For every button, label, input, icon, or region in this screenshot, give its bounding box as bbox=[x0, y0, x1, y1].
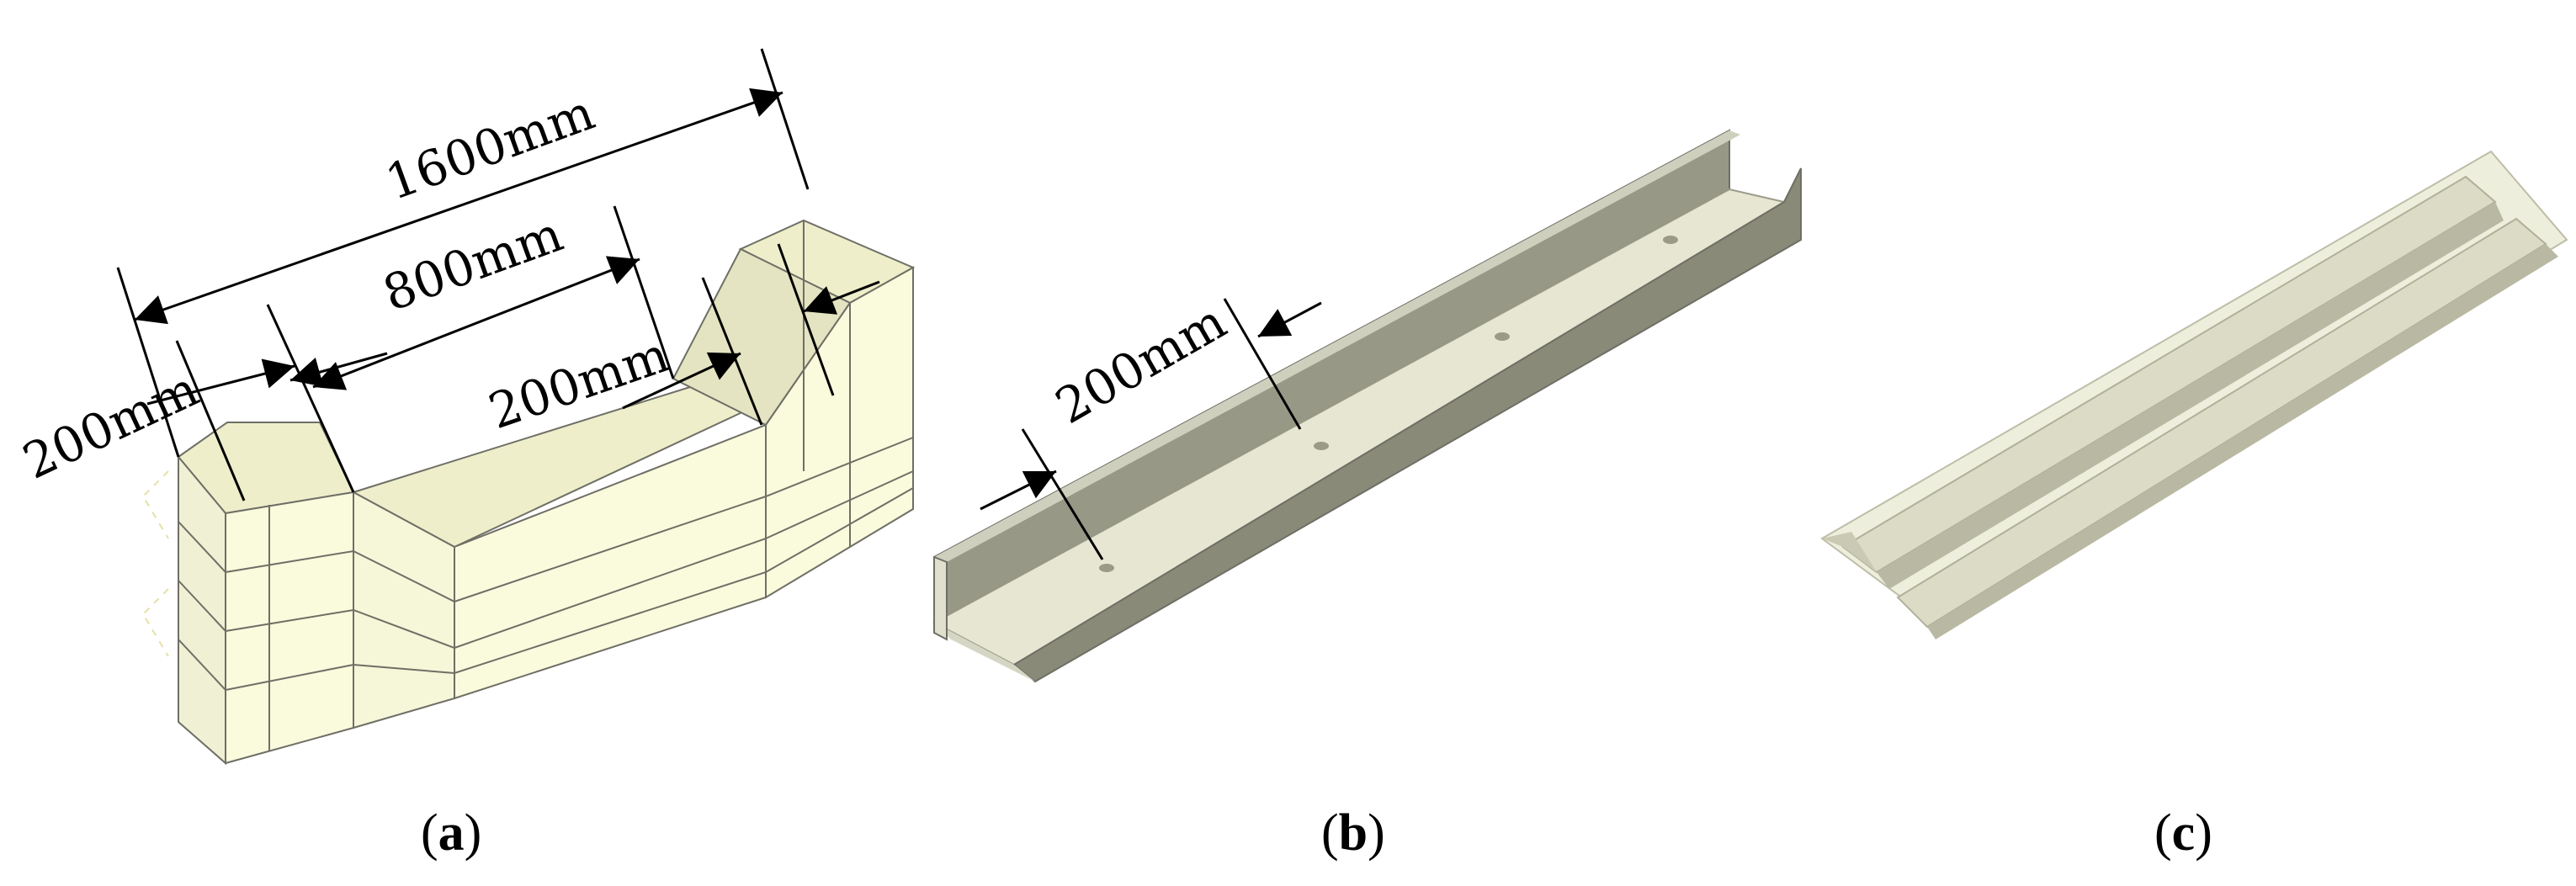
caption-a: (a) bbox=[421, 804, 481, 862]
channel-front-lip bbox=[934, 623, 1035, 682]
panel-b-channel bbox=[932, 129, 1802, 683]
bolt-hole bbox=[1663, 236, 1678, 244]
dim-label-1600mm: 1600mm bbox=[379, 83, 602, 211]
channel-front-wall bbox=[1012, 167, 1802, 683]
sheet-rib-1 bbox=[1841, 175, 2497, 574]
sheet-end bbox=[1822, 532, 1877, 572]
channel-end-face bbox=[933, 555, 948, 641]
dim-line-200-right bbox=[622, 352, 741, 410]
panel-a-dimension-lines bbox=[116, 48, 880, 501]
channel-back-wall-top bbox=[934, 130, 1740, 562]
sheet-rib-2 bbox=[1896, 217, 2547, 629]
panel-a-specimen bbox=[141, 219, 916, 766]
right-block-face bbox=[765, 266, 914, 599]
bolt-hole bbox=[1314, 442, 1329, 450]
dim-line-200-b bbox=[980, 470, 1057, 511]
sheet-rib-1-shadow bbox=[1877, 202, 2504, 589]
dim-line-800 bbox=[312, 256, 640, 390]
caption-c: (c) bbox=[2154, 804, 2212, 862]
dim-label-800mm: 800mm bbox=[376, 205, 571, 322]
bolt-hole bbox=[1495, 332, 1510, 341]
channel-floor bbox=[932, 188, 1787, 666]
label-bg bbox=[482, 331, 645, 443]
caption-b: (b) bbox=[1321, 804, 1385, 862]
panel-c-corrugated-sheet bbox=[1820, 150, 2568, 639]
sheet-rib-2-shadow bbox=[1927, 244, 2558, 639]
dim-line-1600 bbox=[134, 88, 783, 325]
dim-line-200-left bbox=[146, 358, 295, 406]
bolt-hole bbox=[1099, 564, 1114, 572]
panel-b-dimension-lines bbox=[980, 298, 1322, 560]
